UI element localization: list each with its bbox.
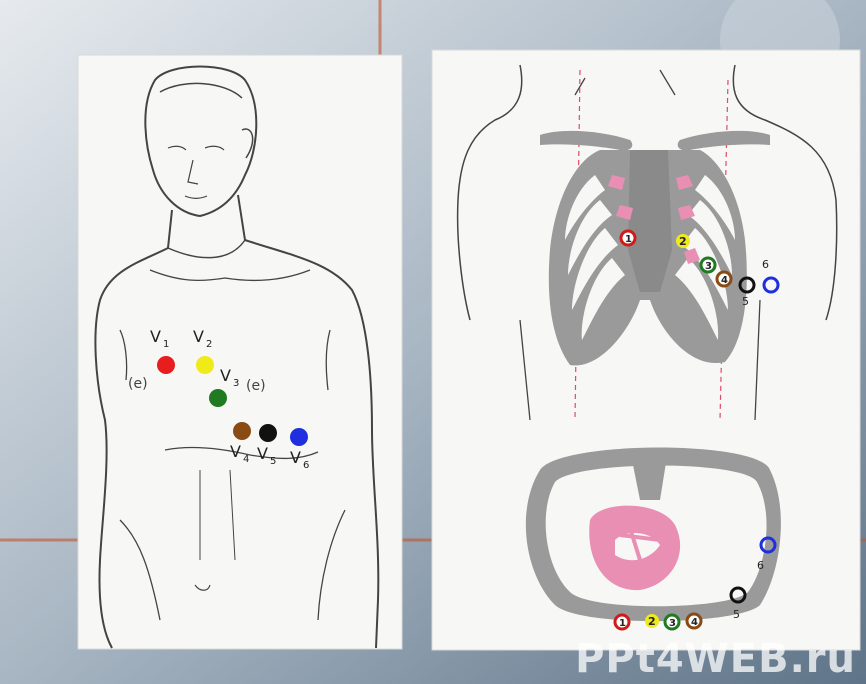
electrode-sub-v6: 6 [303,460,309,471]
section-lead-5-label: 5 [733,608,740,621]
electrode-letter-v3: V [220,366,231,385]
electrode-sub-v4: 4 [243,454,249,465]
section-lead-2: 2 [645,614,659,628]
electrode-letter-v6: V [290,448,301,467]
svg-text:(e): (e) [128,376,148,392]
chest-lead-4-label: 4 [721,275,728,286]
section-lead-4-label: 4 [691,617,698,628]
chest-lead-1-label: 1 [625,234,632,245]
section-lead-1: 1 [615,615,629,629]
chest-lead-1: 1 [621,231,635,245]
cross-section [526,448,781,622]
chest-lead-3-label: 3 [705,261,712,272]
electrode-sub-v1: 1 [163,339,169,350]
electrode-letter-v4: V [230,442,241,461]
watermark-text: PPt4WEB.ru [575,636,856,682]
right-panel-anatomy: 1 2 3 4 5 6 [432,50,860,650]
chest-lead-4: 4 [717,272,731,286]
chest-lead-6-label: 6 [762,258,769,271]
section-lead-1-label: 1 [619,618,626,629]
electrode-sub-v3: 3 [233,378,239,389]
section-lead-6-label: 6 [757,559,764,572]
electrode-sub-v2: 2 [206,339,212,350]
chest-lead-5-label: 5 [742,295,749,308]
section-lead-3: 3 [665,615,679,629]
chest-lead-2-label: 2 [679,235,687,248]
svg-text:(e): (e) [246,378,266,394]
section-lead-3-label: 3 [669,618,676,629]
chest-lead-2: 2 [676,234,690,248]
left-panel-body-figure: (e) (e) V 1 V 2 V 3 V 4 V 5 [78,55,402,649]
electrode-letter-v5: V [257,444,268,463]
section-lead-4: 4 [687,614,701,628]
electrode-sub-v5: 5 [270,456,276,467]
electrode-letter-v2: V [193,327,204,346]
electrode-letter-v1: V [150,327,161,346]
chest-lead-3: 3 [701,258,715,272]
section-lead-2-label: 2 [648,615,656,628]
